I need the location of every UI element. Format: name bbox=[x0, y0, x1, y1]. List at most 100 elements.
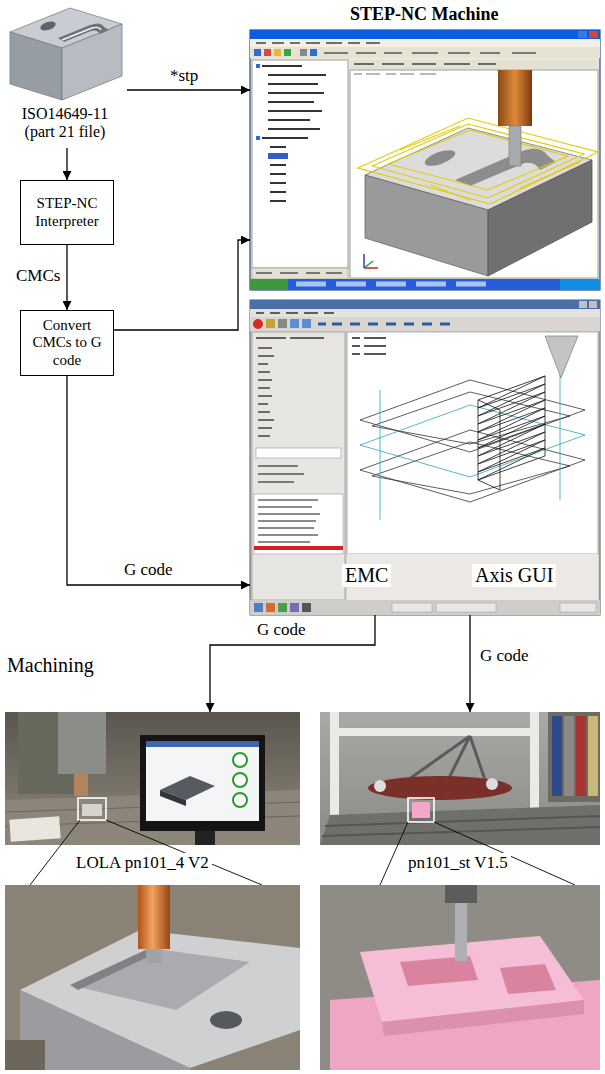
milling-machine-photo bbox=[74, 774, 88, 796]
emc-axis-screenshot-art bbox=[436, 603, 496, 612]
step-nc-machine-screenshot-art bbox=[364, 261, 373, 268]
step-nc-machine-screenshot-art bbox=[250, 30, 600, 290]
figure-caption: ISO14649-11 (part 21 file) bbox=[10, 105, 120, 142]
machining-closeup-photo bbox=[5, 1040, 45, 1070]
step-nc-machine-screenshot-art bbox=[252, 268, 348, 279]
step-nc-machine-screenshot-art bbox=[284, 49, 291, 56]
emc-axis-screenshot-art bbox=[478, 376, 545, 490]
emc-axis-screenshot-art bbox=[250, 300, 600, 615]
emc-axis-screenshot-art bbox=[254, 546, 343, 550]
step-nc-machine-screenshot-art bbox=[250, 39, 600, 47]
flow-arrow bbox=[210, 615, 375, 712]
step-nc-machine-screenshot-art bbox=[388, 130, 568, 190]
machining-closeup-photo bbox=[70, 948, 250, 1010]
flow-arrow bbox=[67, 376, 250, 585]
part-model-icon bbox=[10, 8, 122, 100]
step-nc-machine-screenshot-art bbox=[252, 60, 348, 268]
flow-arrow bbox=[469, 615, 470, 712]
step-nc-machine-screenshot-art bbox=[578, 31, 587, 38]
step-nc-machine-screenshot-art bbox=[264, 49, 271, 56]
emc-axis-screenshot-art bbox=[579, 301, 587, 308]
emc-axis-screenshot-art bbox=[478, 376, 545, 480]
parallel-robot-photo bbox=[564, 716, 574, 796]
parallel-robot-photo bbox=[368, 776, 512, 800]
box-label: Convert CMCs to G code bbox=[25, 317, 109, 369]
emc-axis-screenshot-art bbox=[560, 603, 596, 612]
step-nc-machine-screenshot-art bbox=[262, 66, 326, 201]
milling-machine-photo bbox=[58, 712, 106, 774]
edge-label: G code bbox=[122, 560, 175, 580]
emc-axis-screenshot-art bbox=[302, 603, 311, 612]
emc-axis-screenshot-art bbox=[258, 466, 304, 482]
emc-axis-screenshot-art bbox=[250, 300, 600, 309]
foam-part-closeup-photo bbox=[500, 964, 556, 994]
parallel-robot-photo bbox=[320, 712, 600, 845]
step-nc-machine-screenshot-art bbox=[363, 254, 365, 268]
emc-axis-screenshot-art bbox=[318, 323, 450, 326]
emc-axis-screenshot-art bbox=[360, 380, 585, 502]
step-nc-machine-screenshot-art bbox=[300, 49, 307, 56]
step-nc-machine-screenshot-art bbox=[250, 279, 288, 290]
emc-axis-screenshot-art bbox=[254, 494, 343, 554]
milling-machine-photo bbox=[233, 753, 247, 767]
connector-group bbox=[67, 90, 470, 712]
software-screenshot: EMCAxis GUI bbox=[250, 300, 600, 615]
process-box: Convert CMCs to G code bbox=[20, 310, 114, 376]
step-nc-machine-screenshot-art bbox=[324, 52, 536, 53]
machining-closeup-photo bbox=[138, 885, 170, 949]
parallel-robot-photo bbox=[330, 728, 539, 736]
step-nc-machine-screenshot-art bbox=[256, 64, 260, 68]
step-nc-machine-screenshot-art bbox=[365, 175, 488, 276]
edge-label: G code bbox=[255, 620, 308, 640]
part-model-icon: ISO14649-11 (part 21 file) bbox=[5, 5, 125, 146]
parallel-robot-photo bbox=[552, 716, 562, 796]
flow-arrow bbox=[114, 240, 250, 330]
step-nc-machine-screenshot-art bbox=[488, 160, 592, 276]
part-model-icon bbox=[39, 20, 57, 33]
parallel-robot-photo bbox=[576, 716, 586, 796]
step-nc-machine-screenshot-art bbox=[589, 31, 598, 38]
machining-closeup-photo bbox=[210, 1011, 242, 1029]
step-nc-machine-screenshot-art bbox=[310, 49, 317, 56]
step-nc-machine-screenshot-art bbox=[268, 153, 288, 159]
milling-machine-photo bbox=[5, 712, 300, 845]
step-nc-machine-screenshot-art bbox=[358, 118, 598, 204]
step-nc-machine-screenshot-art bbox=[254, 49, 261, 56]
step-nc-machine-screenshot-art bbox=[560, 279, 600, 290]
milling-machine-photo bbox=[146, 741, 259, 821]
zoom-leader-line bbox=[30, 820, 575, 885]
foam-part-closeup-photo bbox=[445, 885, 477, 903]
parallel-robot-photo bbox=[374, 780, 386, 792]
figure-caption: Axis GUI bbox=[472, 564, 556, 587]
milling-machine-photo bbox=[140, 735, 265, 831]
parallel-robot-photo bbox=[322, 816, 600, 836]
step-nc-machine-screenshot-art bbox=[354, 63, 496, 64]
step-nc-machine-screenshot-art bbox=[350, 60, 598, 69]
emc-axis-screenshot-art bbox=[589, 301, 597, 308]
milling-machine-photo bbox=[233, 793, 247, 807]
flow-arrow bbox=[66, 245, 67, 310]
step-nc-machine-screenshot-art bbox=[250, 30, 600, 39]
parallel-robot-photo bbox=[320, 712, 600, 845]
step-nc-machine-screenshot-art bbox=[274, 49, 281, 56]
step-nc-machine-screenshot-art bbox=[364, 267, 378, 269]
step-nc-machine-screenshot-art bbox=[400, 126, 580, 200]
emc-axis-screenshot-art bbox=[380, 360, 560, 520]
step-nc-machine-screenshot-art bbox=[350, 70, 598, 278]
emc-axis-screenshot-art bbox=[278, 603, 287, 612]
emc-axis-screenshot-art bbox=[290, 319, 299, 328]
parallel-robot-photo bbox=[320, 805, 600, 845]
emc-axis-screenshot-art bbox=[278, 319, 287, 328]
emc-axis-screenshot-art bbox=[253, 319, 263, 329]
parallel-robot-photo bbox=[548, 712, 600, 802]
step-nc-machine-screenshot-art bbox=[256, 272, 342, 273]
emc-axis-screenshot-art bbox=[360, 380, 585, 452]
box-label: STEP-NC Interpreter bbox=[25, 195, 109, 230]
machining-closeup-photo bbox=[5, 885, 300, 1070]
emc-axis-screenshot-art bbox=[252, 332, 345, 600]
machine-photo: MachiningLOLA pn101_4 V2 bbox=[5, 712, 300, 845]
emc-axis-screenshot-art bbox=[360, 360, 585, 520]
step-nc-machine-screenshot-art bbox=[250, 30, 600, 290]
step-nc-machine-screenshot-art bbox=[354, 73, 436, 74]
part-model-icon bbox=[10, 32, 62, 100]
